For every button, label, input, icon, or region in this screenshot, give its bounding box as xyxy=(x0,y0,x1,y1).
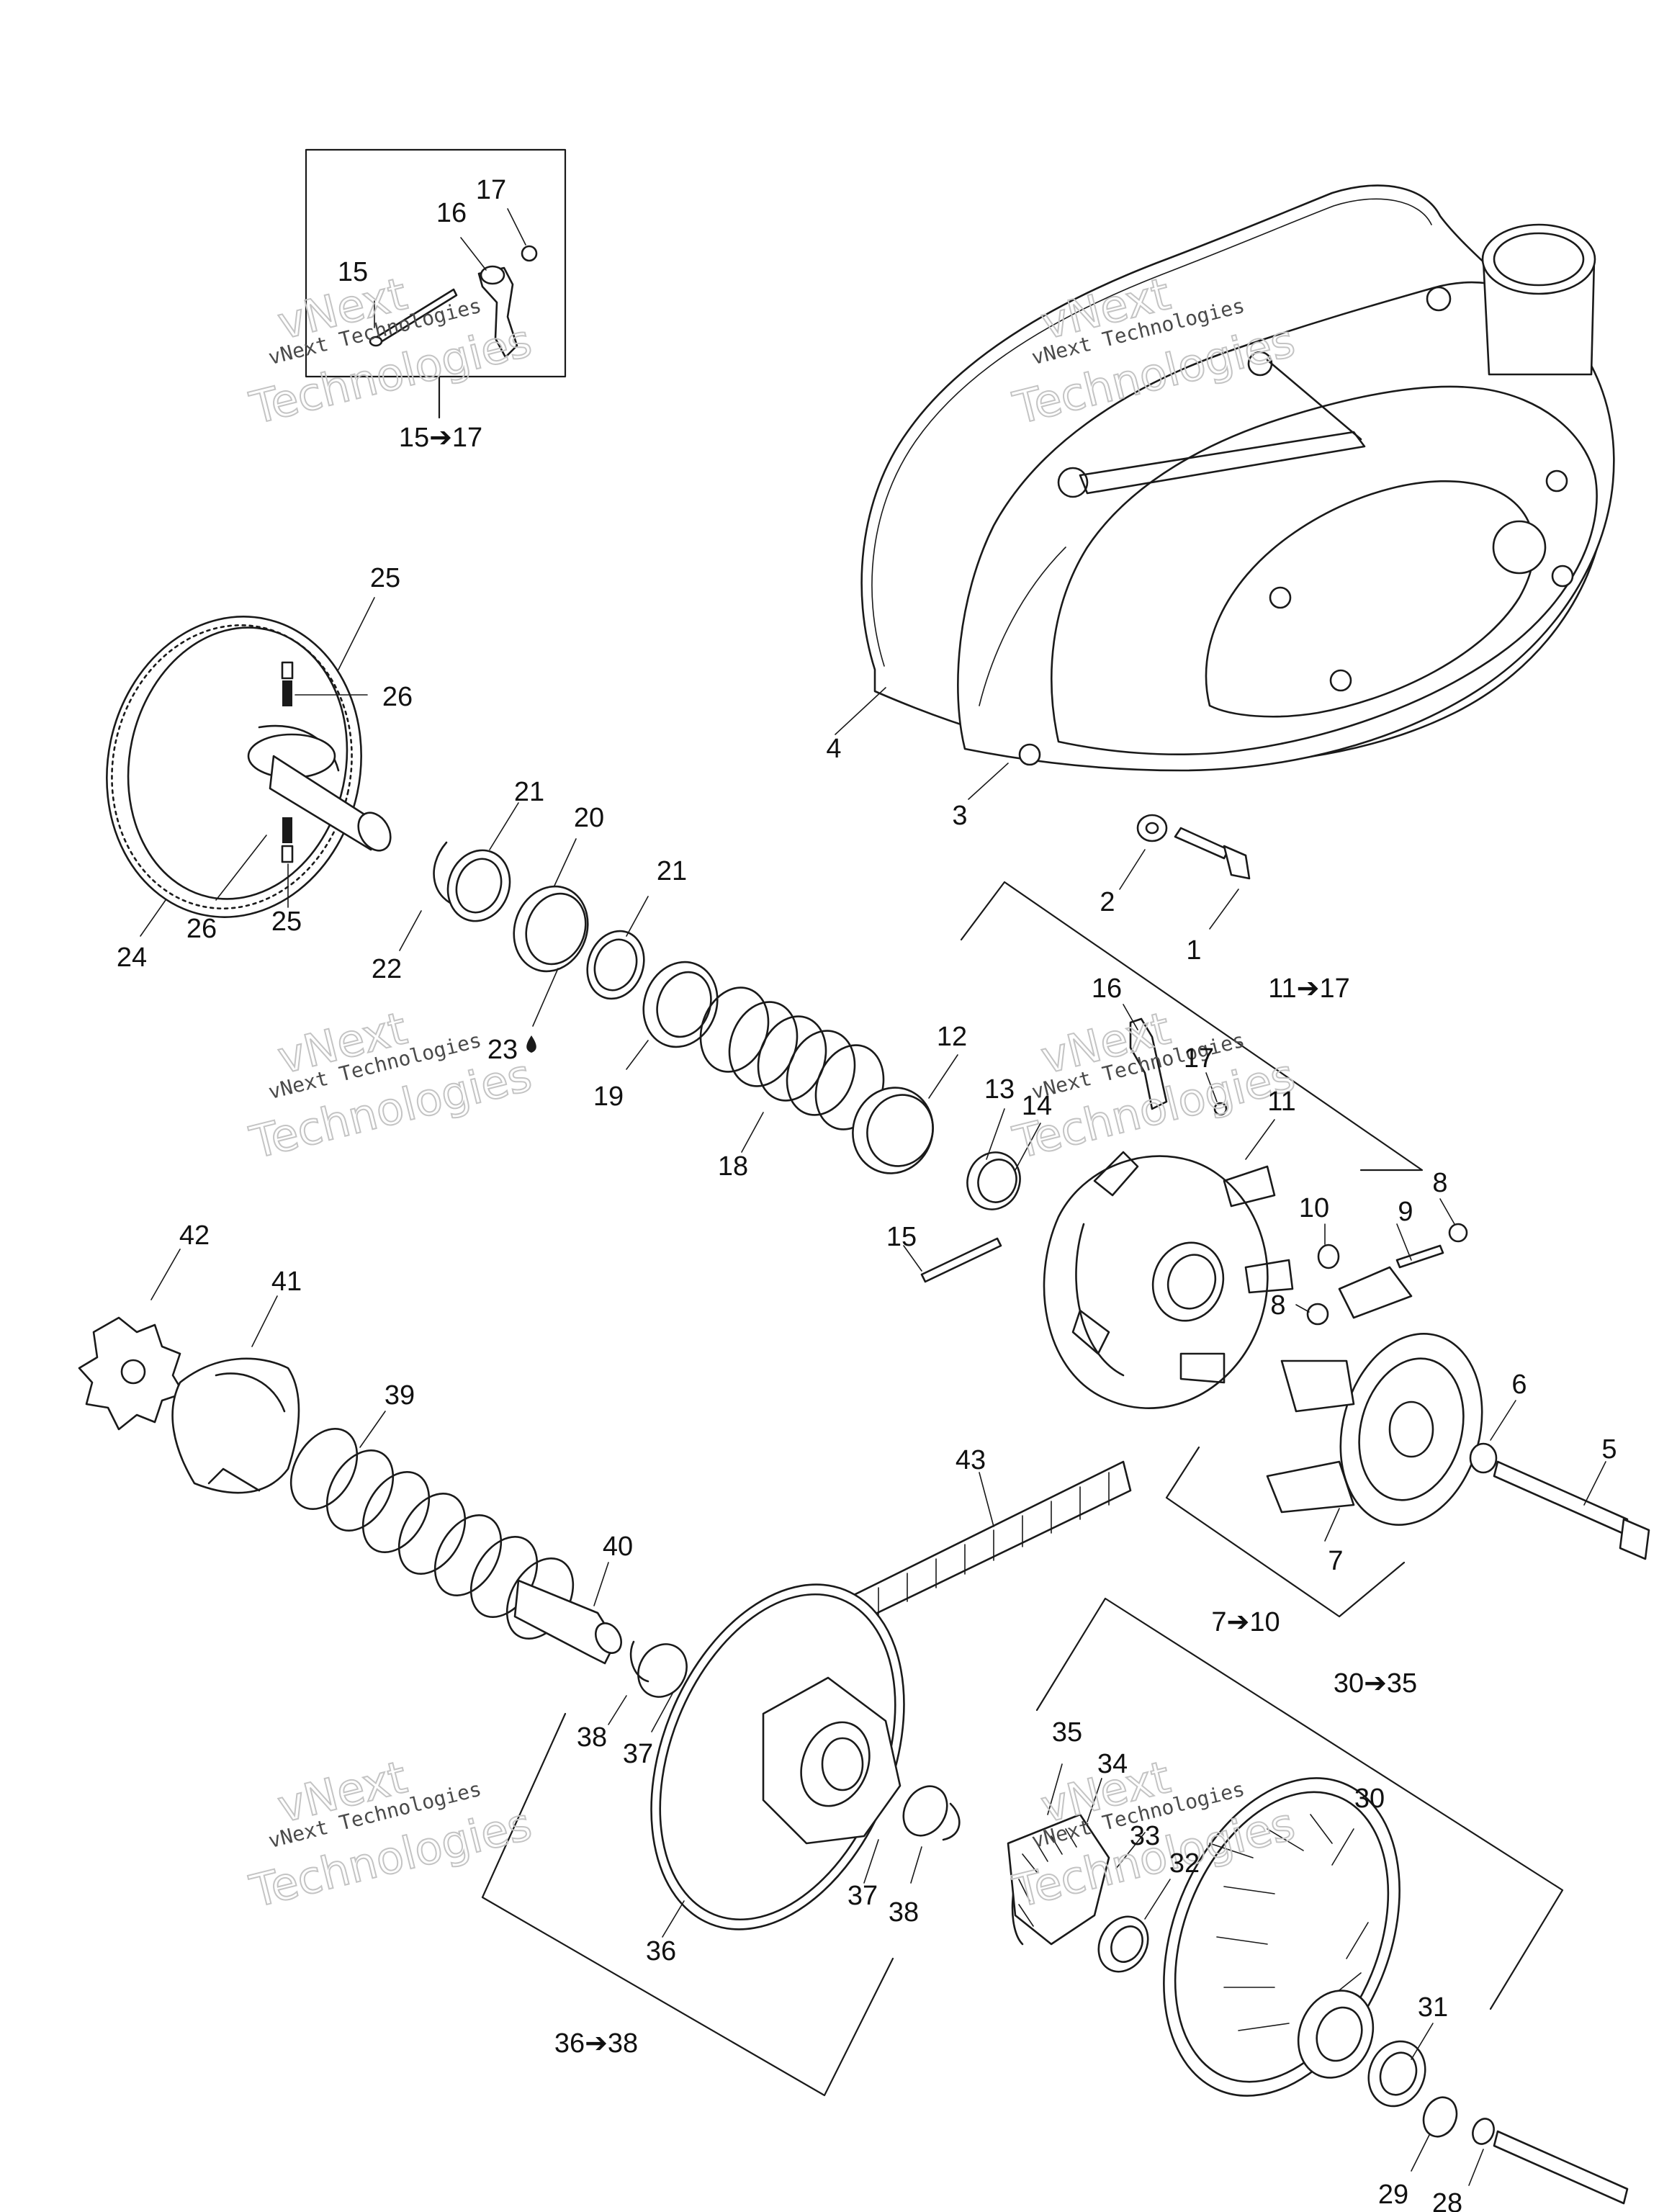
callout-1: 1 xyxy=(1186,935,1201,966)
callout-13: 13 xyxy=(984,1074,1015,1105)
callout-26: 26 xyxy=(382,682,413,712)
callout-21: 21 xyxy=(514,777,544,807)
callout-21: 21 xyxy=(657,856,687,886)
group-11-17: 11➔17 xyxy=(1268,974,1350,1004)
callout-8: 8 xyxy=(1432,1168,1447,1198)
callout-8: 8 xyxy=(1270,1290,1285,1321)
callout-26: 26 xyxy=(186,914,217,944)
callout-32: 32 xyxy=(1169,1848,1200,1879)
callout-6: 6 xyxy=(1511,1370,1527,1400)
callout-38: 38 xyxy=(889,1897,919,1928)
callout-28: 28 xyxy=(1432,2188,1462,2212)
callout-38: 38 xyxy=(577,1722,607,1753)
callout-5: 5 xyxy=(1601,1434,1617,1465)
callout-30: 30 xyxy=(1354,1784,1385,1814)
bolt-washer-1-2 xyxy=(1119,814,1251,930)
callout-41: 41 xyxy=(271,1267,302,1297)
callout-37: 37 xyxy=(623,1739,653,1769)
callout-17: 17 xyxy=(476,175,506,205)
callout-35: 35 xyxy=(1052,1717,1082,1748)
callout-37: 37 xyxy=(848,1881,878,1911)
callout-20: 20 xyxy=(574,803,604,833)
callout-24: 24 xyxy=(117,943,147,973)
callout-11: 11 xyxy=(1267,1087,1295,1117)
fixed-sheave-24 xyxy=(106,597,392,937)
callout-7: 7 xyxy=(1328,1546,1343,1576)
callout-17: 17 xyxy=(1184,1043,1214,1074)
driven-movable-30-35 xyxy=(1007,1597,1629,2205)
callout-4: 4 xyxy=(826,734,841,764)
movable-sheave-11 xyxy=(960,881,1424,1409)
spider-7-10 xyxy=(1165,1198,1650,1618)
driven-sheave-36 xyxy=(481,1583,961,2097)
callout-15: 15 xyxy=(886,1222,917,1252)
callout-9: 9 xyxy=(1398,1197,1413,1227)
watermark-3: vNext Technologies vNext Technologies xyxy=(244,1001,537,1170)
callout-31: 31 xyxy=(1418,1992,1448,2023)
callout-40: 40 xyxy=(603,1532,633,1562)
callout-25: 25 xyxy=(370,563,400,593)
callout-22: 22 xyxy=(372,954,402,984)
watermark-5: vNext Technologies vNext Technologies xyxy=(244,1750,537,1919)
callout-3: 3 xyxy=(952,801,967,831)
callout-42: 42 xyxy=(179,1220,210,1251)
sleeve-12-14 xyxy=(852,1054,1041,1283)
group-15-17: 15➔17 xyxy=(399,423,482,453)
callout-23: 23 xyxy=(487,1035,518,1065)
inset-15-17 xyxy=(305,148,567,419)
callout-36: 36 xyxy=(646,1936,676,1966)
callout-34: 34 xyxy=(1097,1749,1128,1779)
callout-16: 16 xyxy=(1092,974,1122,1004)
group-36-38: 36➔38 xyxy=(554,2028,638,2059)
rings-19-22 xyxy=(399,802,719,1070)
callout-25: 25 xyxy=(271,907,302,937)
callout-16: 16 xyxy=(436,198,467,228)
driven-left-parts xyxy=(78,1249,688,1732)
transmission-cover xyxy=(835,184,1615,800)
group-7-10: 7➔10 xyxy=(1211,1607,1280,1637)
callout-10: 10 xyxy=(1299,1193,1329,1223)
group-30-35: 30➔35 xyxy=(1334,1668,1417,1699)
callout-18: 18 xyxy=(718,1151,748,1182)
callout-15: 15 xyxy=(338,257,368,287)
callout-39: 39 xyxy=(385,1380,415,1411)
callout-14: 14 xyxy=(1022,1091,1052,1121)
callout-12: 12 xyxy=(937,1022,967,1052)
callout-29: 29 xyxy=(1378,2180,1408,2210)
callout-2: 2 xyxy=(1100,887,1115,917)
callout-43: 43 xyxy=(956,1445,986,1475)
callout-33: 33 xyxy=(1130,1821,1160,1851)
callout-19: 19 xyxy=(593,1082,624,1112)
callout-labels: 17 16 15 15➔17 25 26 21 20 21 22 26 25 2… xyxy=(117,175,1617,2212)
watermark-4: vNext Technologies vNext Technologies xyxy=(1007,1001,1300,1170)
